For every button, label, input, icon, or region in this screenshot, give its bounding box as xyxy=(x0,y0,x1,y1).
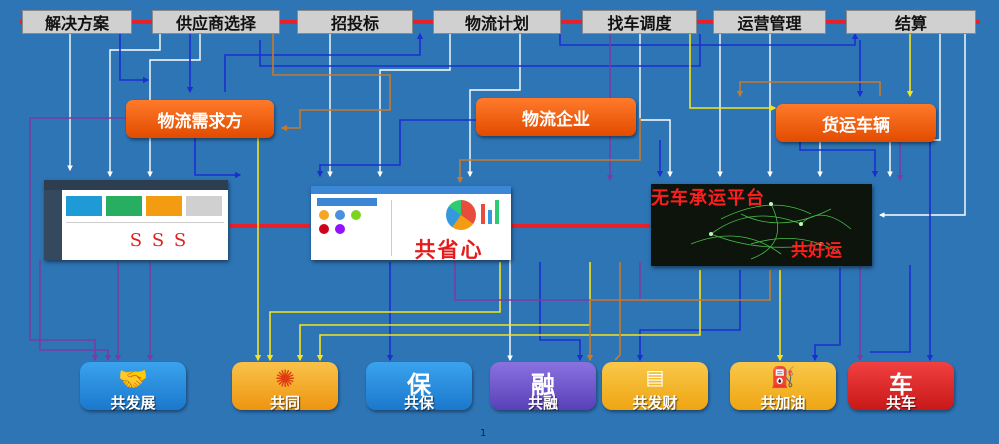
service-refuel-label: 共加油 xyxy=(760,394,806,412)
dashboard-screenshot: S S S xyxy=(44,180,228,260)
map-brand-label: 共好运 xyxy=(791,241,842,261)
hub-freight-vehicle: 货运车辆 xyxy=(776,104,936,142)
map-screenshot: 无车承运平台 共好运 xyxy=(651,184,872,266)
tab-bidding-label: 招投标 xyxy=(330,14,379,33)
tab-supplier-selection[interactable]: 供应商选择 xyxy=(152,10,280,34)
compass-icon: ✺ xyxy=(274,365,296,393)
tab-solutions[interactable]: 解决方案 xyxy=(22,10,132,34)
truck-icon: 车 xyxy=(889,371,913,399)
service-finance[interactable]: 融 共融 xyxy=(490,362,596,412)
tab-solutions-label: 解决方案 xyxy=(44,14,109,33)
hub-logistics-enterprise-label: 物流企业 xyxy=(522,109,590,130)
service-insurance-label: 共保 xyxy=(403,394,434,412)
tab-bidding[interactable]: 招投标 xyxy=(297,10,413,34)
page-number: 1 xyxy=(480,428,487,439)
tab-logistics-plan[interactable]: 物流计划 xyxy=(433,10,561,34)
tab-supplier-selection-label: 供应商选择 xyxy=(175,14,256,33)
service-together-label: 共同 xyxy=(269,394,300,412)
map-title-label: 无车承运平台 xyxy=(651,188,765,209)
service-prosperity[interactable]: ▤ 共发财 xyxy=(602,362,708,412)
service-vehicle-label: 共车 xyxy=(885,394,916,412)
hub-logistics-enterprise: 物流企业 xyxy=(476,98,636,136)
app-name-label: 共省心 xyxy=(414,238,484,260)
hub-logistics-demand: 物流需求方 xyxy=(126,100,274,138)
service-co-development[interactable]: 🤝 共发展 xyxy=(80,362,186,412)
tab-operations-label: 运营管理 xyxy=(737,14,802,33)
tab-logistics-plan-label: 物流计划 xyxy=(464,14,529,33)
tab-operations[interactable]: 运营管理 xyxy=(713,10,826,34)
handshake-icon: 🤝 xyxy=(118,365,148,393)
dashboard-sss-mark: S S S xyxy=(129,230,189,251)
service-vehicle[interactable]: 车 共车 xyxy=(848,362,954,412)
route-network-graphic xyxy=(690,202,852,260)
service-prosperity-label: 共发财 xyxy=(632,394,678,412)
service-refuel[interactable]: ⛽ 共加油 xyxy=(730,362,836,412)
tab-settlement[interactable]: 结算 xyxy=(846,10,976,34)
service-co-development-label: 共发展 xyxy=(110,394,156,412)
hub-logistics-demand-label: 物流需求方 xyxy=(157,111,243,132)
merge-icon: 融 xyxy=(531,371,555,399)
app-screenshot: 共省心 xyxy=(311,186,511,260)
tab-vehicle-dispatch-label: 找车调度 xyxy=(607,14,672,33)
service-together[interactable]: ✺ 共同 xyxy=(232,362,338,412)
service-insurance[interactable]: 保 共保 xyxy=(366,362,472,412)
hub-freight-vehicle-label: 货运车辆 xyxy=(822,115,890,136)
service-finance-label: 共融 xyxy=(527,394,558,412)
fuel-pump-icon: ⛽ xyxy=(770,365,796,389)
tab-vehicle-dispatch[interactable]: 找车调度 xyxy=(582,10,697,34)
abacus-icon: ▤ xyxy=(645,365,665,389)
tab-settlement-label: 结算 xyxy=(894,14,927,33)
shield-icon: 保 xyxy=(407,371,431,399)
